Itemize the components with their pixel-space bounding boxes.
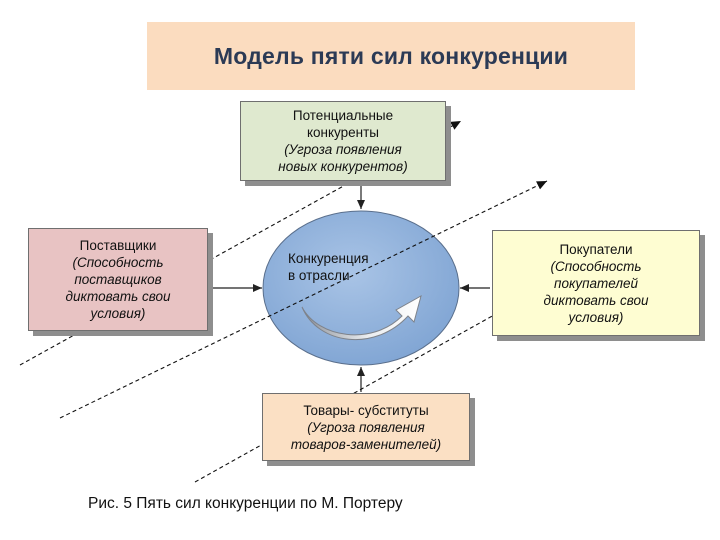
suppliers-line-2: (Способность (72, 255, 164, 270)
diagram-title: Модель пяти сил конкуренции (213, 42, 569, 69)
suppliers-line-4: диктовать свои (65, 289, 171, 304)
buyers-box: Покупатели (Способность покупателей дикт… (492, 230, 700, 336)
center-line-2: в отрасли (288, 268, 350, 283)
center-line-1: Конкуренция (288, 251, 369, 266)
suppliers-line-3: поставщиков (74, 272, 162, 287)
potential-line-2: конкуренты (306, 125, 380, 140)
suppliers-line-1: Поставщики (79, 238, 157, 253)
potential-line-4: новых конкурентов) (278, 159, 408, 174)
suppliers-box: Поставщики (Способность поставщиков дикт… (28, 228, 208, 331)
potential-competitors-box: Потенциальные конкуренты (Угроза появлен… (240, 101, 446, 181)
substitutes-box: Товары- субституты (Угроза появления тов… (262, 393, 470, 461)
competition-circle (262, 210, 460, 366)
buyers-line-2: (Способность (550, 258, 642, 274)
buyers-line-1: Покупатели (559, 241, 633, 257)
buyers-line-3: покупателей (554, 275, 638, 291)
substitutes-line-1: Товары- субституты (303, 402, 429, 418)
substitutes-line-3: товаров-заменителей) (290, 436, 442, 452)
buyers-line-4: диктовать свои (543, 292, 649, 308)
potential-line-3: (Угроза появления (284, 142, 402, 157)
figure-caption: Рис. 5 Пять сил конкуренции по М. Портер… (88, 495, 403, 512)
competition-label: Конкуренция в отрасли (288, 250, 408, 284)
buyers-line-5: условия) (568, 309, 624, 325)
title-banner: Модель пяти сил конкуренции (147, 22, 635, 90)
substitutes-line-2: (Угроза появления (307, 419, 425, 435)
rivalry-swoosh-icon (301, 294, 422, 341)
dashed-force-line-2 (59, 180, 548, 419)
potential-line-1: Потенциальные (292, 108, 394, 123)
suppliers-line-5: условия) (90, 306, 146, 321)
